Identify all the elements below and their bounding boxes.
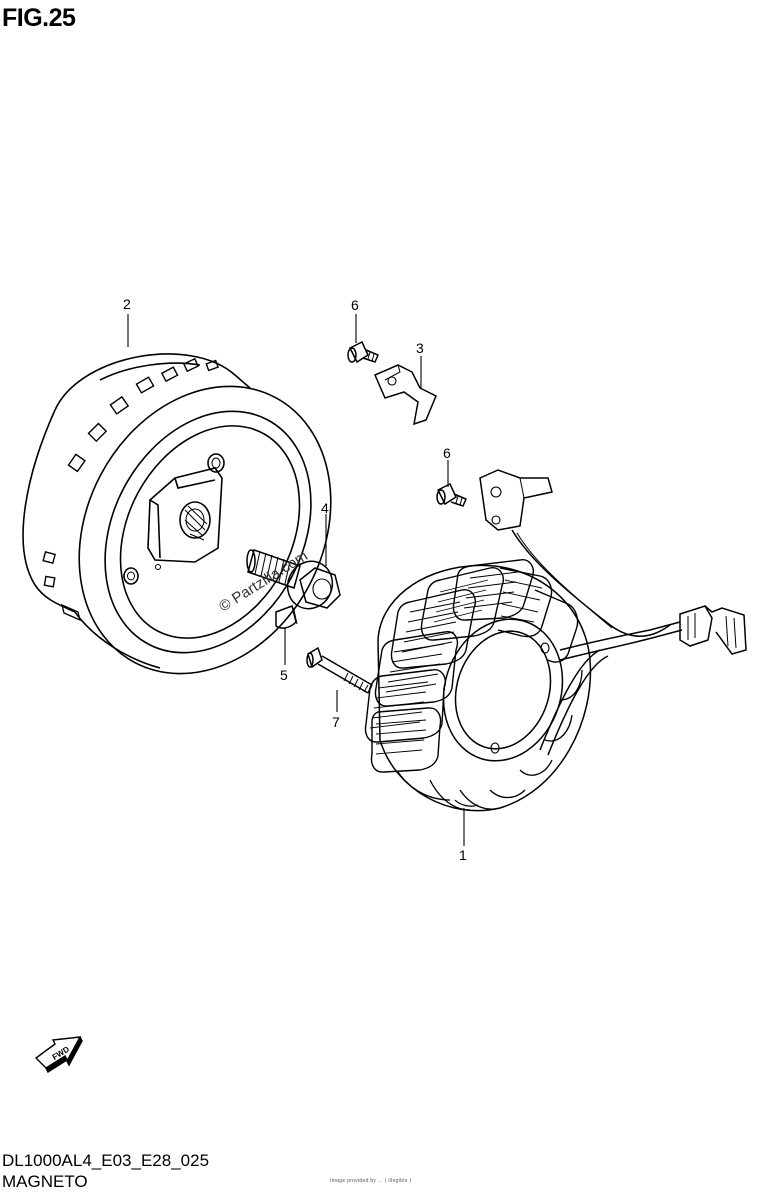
callout-3: 3 [416, 340, 424, 356]
starter-clutch-bolt [246, 549, 341, 610]
clamp-bracket [374, 364, 437, 426]
fwd-arrow-icon: FWD [34, 1036, 83, 1074]
callout-6-lower: 6 [443, 445, 451, 461]
section-name: MAGNETO [2, 1172, 88, 1191]
woodruff-key [275, 605, 298, 629]
callout-5: 5 [280, 667, 288, 683]
rotor-flywheel [22, 353, 332, 675]
model-code: DL1000AL4_E03_E28_025 [2, 1151, 210, 1170]
callout-1: 1 [459, 847, 467, 863]
callout-2: 2 [123, 296, 131, 312]
callout-leaders [127, 314, 465, 846]
callout-7: 7 [332, 714, 340, 730]
figure-title: FIG.25 [2, 4, 76, 32]
callout-6-upper: 6 [351, 297, 359, 313]
fine-print: Image provided by ... ( illegible ) [330, 1178, 412, 1184]
screw-upper [347, 340, 379, 364]
stator-coil [364, 469, 747, 812]
screw-lower [436, 482, 467, 507]
callout-4: 4 [321, 500, 329, 516]
stator-bolt [306, 646, 373, 694]
